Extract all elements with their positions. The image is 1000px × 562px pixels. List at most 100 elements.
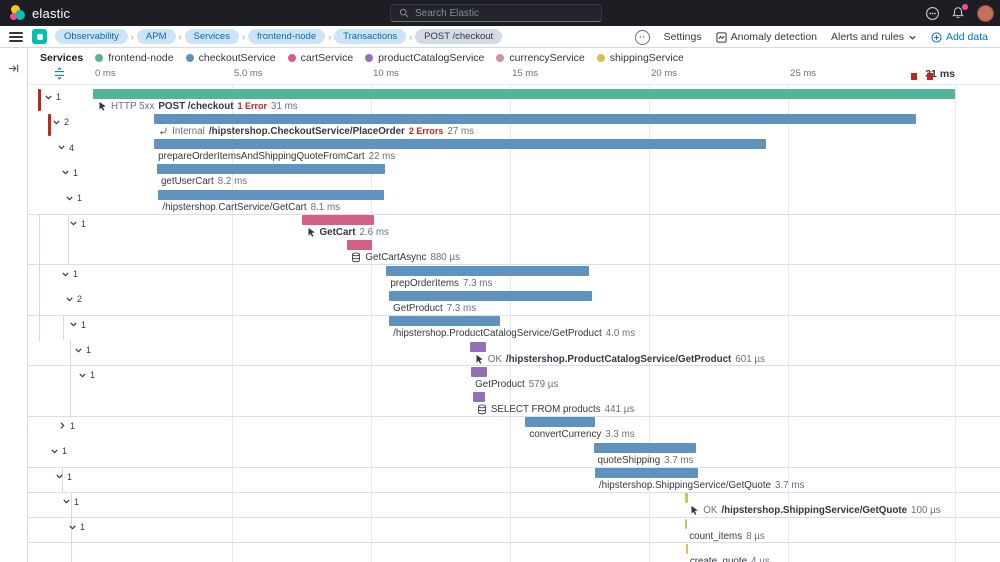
- span-bar--hipstershop-cartservice-getcart[interactable]: [158, 189, 384, 200]
- span-label[interactable]: Internal/hipstershop.CheckoutService/Pla…: [158, 126, 474, 137]
- alerts-and-rules-dropdown[interactable]: Alerts and rules: [831, 31, 917, 43]
- span-bar-quoteshipping[interactable]: [593, 442, 697, 453]
- collapse-row-toggle[interactable]: 1: [68, 522, 85, 532]
- notifications-bell-icon[interactable]: [951, 3, 968, 21]
- legend-item-currencyService: currencyService: [496, 52, 585, 64]
- span-bar-preporderitems[interactable]: [386, 265, 590, 276]
- breadcrumb-item-frontend-node[interactable]: frontend-node: [247, 29, 326, 44]
- elastic-logo[interactable]: elastic: [0, 5, 70, 21]
- span-bar-getproduct[interactable]: [389, 290, 593, 301]
- span-label[interactable]: OK/hipstershop.ProductCatalogService/Get…: [474, 354, 765, 365]
- span-bar-getproduct[interactable]: [471, 366, 488, 377]
- legend-item-checkoutService: checkoutService: [185, 52, 276, 64]
- collapse-row-toggle[interactable]: 4: [57, 143, 74, 153]
- collapse-row-toggle[interactable]: 2: [65, 294, 82, 304]
- span-bar-getcartasync[interactable]: [347, 240, 372, 251]
- span-bar-create-quote[interactable]: [685, 543, 688, 554]
- add-data-button[interactable]: Add data: [931, 31, 988, 43]
- span-bar-prepareorderitemsandshippingquotefromcar[interactable]: [154, 139, 766, 150]
- fold-spans-icon[interactable]: [53, 67, 66, 85]
- gridline: [788, 84, 790, 562]
- error-mark[interactable]: [927, 73, 934, 80]
- anomaly-detection-button[interactable]: Anomaly detection: [716, 31, 817, 43]
- transaction-pointer-icon: [474, 354, 484, 365]
- span-bar-count-items[interactable]: [685, 518, 688, 529]
- collapse-row-toggle[interactable]: 1: [78, 370, 95, 380]
- span-bar--hipstershop-shippingservice-getquote[interactable]: [594, 468, 698, 478]
- span-bar--hipstershop-productcatalogservice-getpr[interactable]: [469, 341, 487, 352]
- page-actions: Settings Anomaly detection Alerts and ru…: [634, 26, 988, 48]
- legend-dot: [365, 54, 374, 62]
- collapse-row-toggle[interactable]: 1: [50, 446, 67, 456]
- error-strip: [48, 114, 51, 137]
- tick-label: 25 ms: [790, 68, 817, 79]
- collapse-row-toggle[interactable]: 1: [65, 193, 82, 203]
- services-legend-title: Services: [40, 52, 84, 64]
- left-rail: [0, 48, 28, 562]
- span-bar-convertcurrency[interactable]: [525, 417, 595, 428]
- collapse-row-toggle[interactable]: 1: [61, 168, 78, 178]
- collapse-row-toggle[interactable]: 2: [52, 117, 69, 127]
- collapse-row-toggle[interactable]: 1: [69, 219, 86, 229]
- collapse-row-toggle[interactable]: 1: [44, 92, 61, 102]
- menu-hamburger-icon[interactable]: [9, 31, 23, 42]
- span-bar--hipstershop-checkoutservice-placeorder[interactable]: [154, 113, 917, 124]
- gridline: [510, 84, 512, 562]
- breadcrumb-item-apm[interactable]: APM: [136, 29, 176, 44]
- breadcrumb-item-services[interactable]: Services: [184, 29, 239, 44]
- breadcrumb-separator: ›: [328, 31, 332, 42]
- ai-assistant-icon[interactable]: [634, 29, 650, 45]
- span-label[interactable]: /hipstershop.ProductCatalogService/GetPr…: [393, 328, 636, 340]
- span-bar-select-from-products[interactable]: [472, 392, 486, 403]
- legend-item-productCatalogService: productCatalogService: [365, 52, 484, 64]
- span-bar-getcart[interactable]: [301, 215, 374, 225]
- legend-dot: [185, 54, 194, 62]
- gridline: [955, 84, 956, 562]
- span-bar-post-checkout[interactable]: [93, 88, 955, 99]
- expand-row-toggle[interactable]: 1: [58, 421, 75, 431]
- settings-button[interactable]: Settings: [663, 31, 702, 43]
- span-bar--hipstershop-productcatalogservice-getpr[interactable]: [389, 316, 501, 327]
- collapse-panel-icon[interactable]: [7, 62, 20, 80]
- observability-app-icon[interactable]: [32, 29, 47, 44]
- help-icon[interactable]: [925, 6, 940, 21]
- error-mark[interactable]: [910, 73, 917, 80]
- collapse-row-toggle[interactable]: 1: [74, 345, 91, 355]
- collapse-row-toggle[interactable]: 1: [55, 472, 72, 482]
- transaction-pointer-icon: [97, 101, 107, 112]
- transaction-pointer-icon: [306, 227, 316, 238]
- chevron-down-icon: [908, 33, 917, 42]
- user-avatar[interactable]: [977, 4, 994, 22]
- gridline: [649, 84, 651, 562]
- span-bar--hipstershop-shippingservice-getquote[interactable]: [685, 493, 689, 504]
- collapse-row-toggle[interactable]: 1: [69, 320, 86, 330]
- legend-item-frontend-node: frontend-node: [95, 52, 174, 64]
- breadcrumb-item-post-checkout[interactable]: POST /checkout: [415, 29, 503, 44]
- top-app-bar: elastic Search Elastic: [0, 0, 1000, 26]
- global-search-input[interactable]: Search Elastic: [390, 4, 602, 22]
- breadcrumb-item-observability[interactable]: Observability: [55, 29, 128, 44]
- tick-label: 20 ms: [651, 68, 677, 79]
- span-label[interactable]: prepareOrderItemsAndShippingQuoteFromCar…: [158, 151, 396, 163]
- collapse-row-toggle[interactable]: 1: [62, 497, 79, 507]
- collapse-row-toggle[interactable]: 1: [61, 269, 78, 279]
- breadcrumb-item-transactions[interactable]: Transactions: [334, 29, 407, 44]
- chart-top-border: [28, 84, 1000, 85]
- span-bar-getusercart[interactable]: [156, 164, 385, 175]
